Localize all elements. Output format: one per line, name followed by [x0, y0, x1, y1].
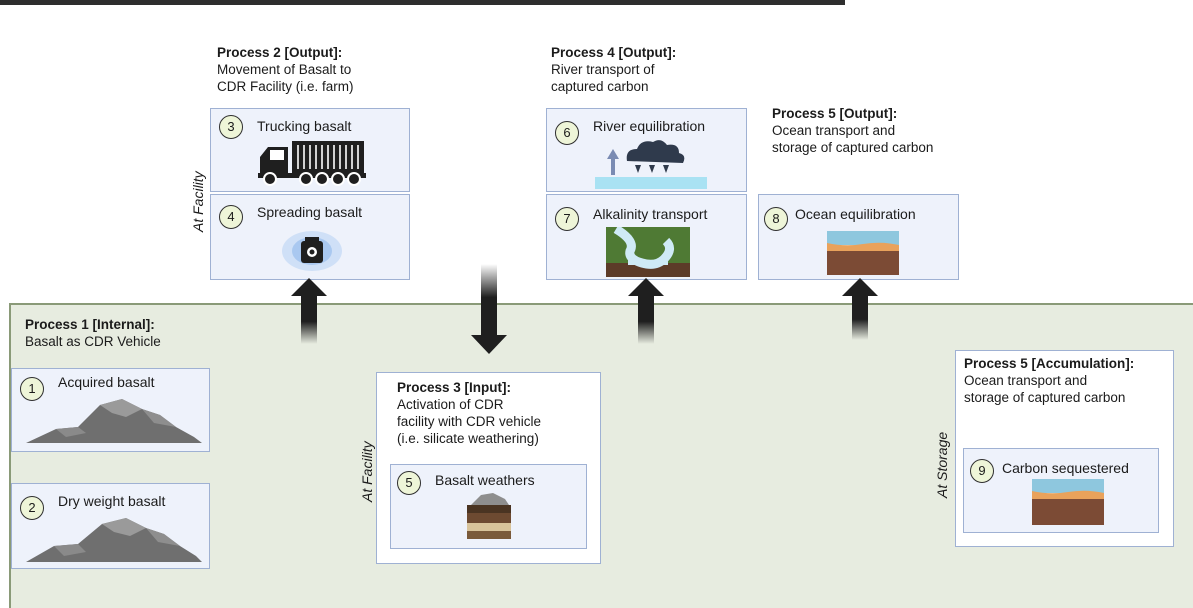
- process-4-desc-line2: captured carbon: [551, 79, 649, 94]
- process-5-accumulation-box: Process 5 [Accumulation]: Ocean transpor…: [955, 350, 1174, 547]
- step-4-number: 4: [219, 205, 243, 229]
- process-5-output-desc-line1: Ocean transport and: [772, 123, 896, 138]
- process-1-text: Process 1 [Internal]: Basalt as CDR Vehi…: [25, 316, 161, 350]
- step-9-label: Carbon sequestered: [1002, 460, 1129, 476]
- process-4-title: Process 4 [Output]:: [551, 45, 677, 60]
- step-7-number: 7: [555, 207, 579, 231]
- step-3-label: Trucking basalt: [257, 118, 352, 134]
- process-3-desc-line2: facility with CDR vehicle: [397, 414, 542, 429]
- step-6-box: 6 River equilibration: [546, 108, 747, 192]
- step-8-label: Ocean equilibration: [795, 206, 916, 222]
- down-arrow-to-process-3: [471, 264, 507, 354]
- truck-icon: [258, 141, 366, 186]
- step-2-label: Dry weight basalt: [58, 493, 166, 509]
- process-5-output-desc-line2: storage of captured carbon: [772, 140, 934, 155]
- step-7-label: Alkalinity transport: [593, 206, 708, 222]
- step-9-number: 9: [970, 459, 994, 483]
- process-5-accumulation-desc-line1: Ocean transport and: [964, 373, 1088, 388]
- step-5-label: Basalt weathers: [435, 472, 535, 488]
- tractor-icon: [282, 231, 342, 271]
- step-3-box: 3 Trucking basalt: [210, 108, 410, 192]
- step-1-label: Acquired basalt: [58, 374, 155, 390]
- process-3-title: Process 3 [Input]:: [397, 380, 512, 395]
- river-valley-icon: [606, 227, 690, 277]
- step-1-number: 1: [20, 377, 44, 401]
- process-5-output-title: Process 5 [Output]:: [772, 106, 898, 121]
- process-1-title: Process 1 [Internal]:: [25, 317, 155, 332]
- step-6-number: 6: [555, 121, 579, 145]
- process-5-output-text: Process 5 [Output]: Ocean transport and …: [772, 105, 933, 156]
- step-2-number: 2: [20, 496, 44, 520]
- process-3-text: Process 3 [Input]: Activation of CDR fac…: [397, 379, 541, 447]
- process-3-box: Process 3 [Input]: Activation of CDR fac…: [376, 372, 601, 564]
- process-2-desc-line2: CDR Facility (i.e. farm): [217, 79, 354, 94]
- top-image-strip: [0, 0, 845, 5]
- rain-cloud-icon: [595, 140, 707, 189]
- basalt-rock-icon: [26, 399, 202, 443]
- ocean-sediment-icon: [1032, 479, 1104, 525]
- step-3-number: 3: [219, 115, 243, 139]
- up-arrow-to-step-4: [291, 278, 327, 344]
- step-5-box: 5 Basalt weathers: [390, 464, 587, 549]
- step-8-box: 8 Ocean equilibration: [758, 194, 959, 280]
- step-9-box: 9 Carbon sequestered: [963, 448, 1159, 533]
- process-3-desc-line3: (i.e. silicate weathering): [397, 431, 539, 446]
- basalt-rock-icon: [26, 518, 202, 562]
- step-2-box: 2 Dry weight basalt: [11, 483, 210, 569]
- ocean-sediment-icon: [827, 231, 899, 275]
- process-5-accumulation-desc-line2: storage of captured carbon: [964, 390, 1126, 405]
- soil-profile-icon: [467, 493, 511, 539]
- up-arrow-to-step-7: [628, 278, 664, 344]
- process-1-desc: Basalt as CDR Vehicle: [25, 334, 161, 349]
- step-8-number: 8: [764, 207, 788, 231]
- step-1-box: 1 Acquired basalt: [11, 368, 210, 452]
- process-3-desc-line1: Activation of CDR: [397, 397, 504, 412]
- step-4-box: 4 Spreading basalt: [210, 194, 410, 280]
- step-6-label: River equilibration: [593, 118, 706, 134]
- process-2-title: Process 2 [Output]:: [217, 45, 343, 60]
- step-4-label: Spreading basalt: [257, 204, 363, 220]
- process-2-desc-line1: Movement of Basalt to: [217, 62, 352, 77]
- process-5-accumulation-text: Process 5 [Accumulation]: Ocean transpor…: [964, 355, 1134, 406]
- up-arrow-to-step-8: [842, 278, 878, 340]
- step-5-number: 5: [397, 471, 421, 495]
- process-5-accumulation-title: Process 5 [Accumulation]:: [964, 356, 1135, 371]
- process-4-text: Process 4 [Output]: River transport of c…: [551, 44, 676, 95]
- process-2-text: Process 2 [Output]: Movement of Basalt t…: [217, 44, 354, 95]
- process-4-desc-line1: River transport of: [551, 62, 655, 77]
